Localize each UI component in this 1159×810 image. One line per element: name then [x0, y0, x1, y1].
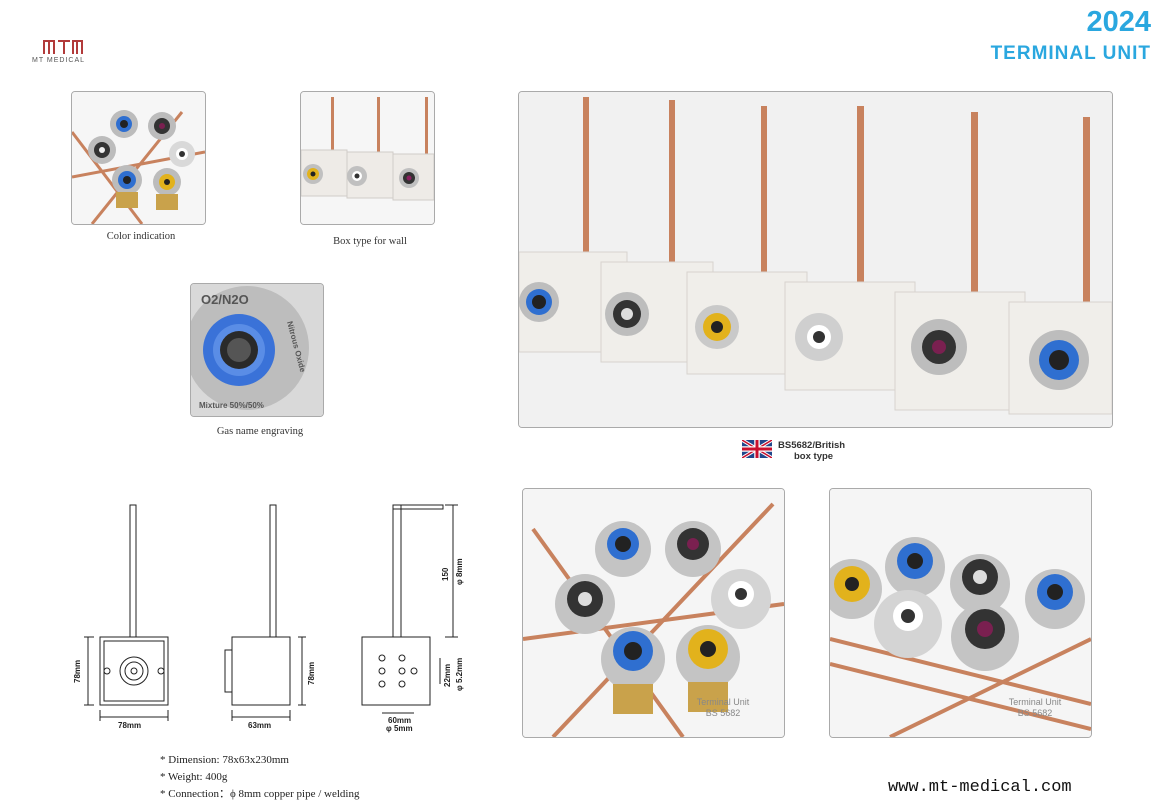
right-watermark-line2: BS 5682 — [1017, 708, 1053, 718]
brand-name: MT MEDICAL — [32, 57, 86, 64]
bs5682-caption: BS5682/British box type — [778, 440, 845, 462]
spec-connection: * Connection：ϕ 8mm copper pipe / welding — [160, 788, 360, 800]
color-indication-caption: Color indication — [106, 231, 176, 242]
bs5682-caption-line1: BS5682/British — [778, 440, 846, 451]
website-url: www.mt-medical.com — [888, 778, 1072, 797]
back-pipe-label: φ 8mm — [455, 558, 464, 585]
page-title: TERMINAL UNIT — [990, 43, 1151, 64]
front-width-label: 78mm — [118, 721, 141, 730]
right-watermark-line1: Terminal Unit — [1008, 697, 1062, 707]
engraving-gas-text: O2/N2O — [201, 292, 249, 307]
terminal-cluster-photo-right: Terminal Unit BS 5682 — [829, 488, 1092, 738]
left-watermark-line1: Terminal Unit — [696, 697, 750, 707]
terminal-cluster-photo-left: Terminal Unit BS 5682 — [522, 488, 785, 738]
back-bottom-label: 60mm — [388, 716, 411, 725]
side-width-label: 63mm — [248, 721, 271, 730]
box-type-wall-caption: Box type for wall — [333, 236, 407, 247]
back-right-dia-label: φ 5.2mm — [455, 658, 464, 691]
left-watermark-line2: BS 5682 — [705, 708, 741, 718]
right-photo-watermark: Terminal Unit BS 5682 — [995, 697, 1075, 719]
box-type-wall-photo — [300, 91, 435, 225]
bs5682-box-photo — [518, 91, 1113, 428]
catalog-year: 2024 — [1086, 6, 1151, 38]
side-height-label: 78mm — [307, 662, 316, 685]
back-total-label: 150 — [441, 567, 450, 581]
gas-engraving-caption: Gas name engraving — [216, 426, 304, 437]
mt-logo-icon — [43, 40, 83, 54]
uk-flag-icon — [742, 440, 772, 458]
gas-engraving-photo: O2/N2O Nitrous Oxide Mixture 50%/50% — [190, 283, 324, 417]
back-bottom-dia-label: φ 5mm — [386, 724, 413, 733]
color-indication-photo — [71, 91, 206, 225]
spec-weight: * Weight: 400g — [160, 771, 228, 783]
spec-list: * Dimension: 78x63x230mm * Weight: 400g … — [160, 752, 359, 803]
technical-drawing: 78mm 78mm 63mm 78mm 150 φ 8mm 60mm φ 5mm… — [73, 504, 464, 733]
back-right-label: 22mm — [443, 664, 452, 687]
front-height-label: 78mm — [73, 660, 82, 683]
engraving-mixture-text: Mixture 50%/50% — [199, 401, 264, 410]
bs5682-caption-line2: box type — [794, 451, 834, 462]
spec-dimension: * Dimension: 78x63x230mm — [160, 754, 289, 766]
left-photo-watermark: Terminal Unit BS 5682 — [683, 697, 763, 719]
